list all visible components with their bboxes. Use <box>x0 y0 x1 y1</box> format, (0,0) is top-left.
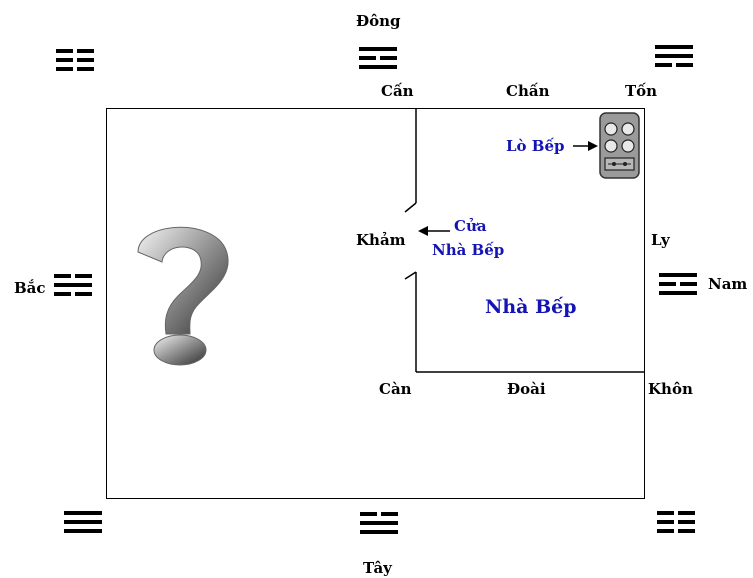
trigram-bottom-left-icon <box>64 511 102 533</box>
trigram-line-broken <box>360 512 398 516</box>
sector-ly-label: Ly <box>651 231 670 249</box>
trigram-line-broken <box>657 511 695 515</box>
trigram-bottom-center-icon <box>360 512 398 534</box>
trigram-line-solid <box>655 54 693 58</box>
question-mark-icon <box>118 212 258 372</box>
trigram-line-broken <box>655 63 693 67</box>
trigram-line-solid <box>64 511 102 515</box>
stove-arrow-head <box>588 141 598 151</box>
door-leaf-bottom <box>404 271 417 280</box>
trigram-line-solid <box>64 520 102 524</box>
trigram-line-solid <box>64 529 102 533</box>
trigram-line-broken <box>56 58 94 62</box>
sector-khon-label: Khôn <box>648 380 693 398</box>
sector-ton-label: Tốn <box>625 82 658 100</box>
trigram-line-solid <box>359 65 397 69</box>
trigram-line-solid <box>659 273 697 277</box>
trigram-line-broken <box>54 292 92 296</box>
trigram-bottom-right-icon <box>657 511 695 533</box>
kitchen-door-label-line2: Nhà Bếp <box>432 241 505 259</box>
stove-icon <box>599 112 640 179</box>
door-arrow-head <box>418 226 428 236</box>
kitchen-door-label-line1: Cửa <box>454 217 487 235</box>
trigram-line-broken <box>657 520 695 524</box>
trigram-line-solid <box>360 521 398 525</box>
direction-west-label: Tây <box>363 559 392 577</box>
trigram-line-solid <box>655 45 693 49</box>
sector-can-heaven-label: Càn <box>379 380 412 398</box>
sector-doai-label: Đoài <box>507 380 546 398</box>
sector-can-mountain-label: Cấn <box>381 82 414 100</box>
sector-chan-label: Chấn <box>506 82 550 100</box>
trigram-line-solid <box>360 530 398 534</box>
direction-south-label: Nam <box>708 275 748 293</box>
trigram-line-broken <box>54 274 92 278</box>
trigram-line-broken <box>659 282 697 286</box>
direction-east-label: Đông <box>356 12 401 30</box>
trigram-left-icon <box>54 274 92 296</box>
kitchen-room-label: Nhà Bếp <box>485 296 577 318</box>
door-leaf-top <box>404 202 417 213</box>
trigram-top-right-icon <box>655 45 693 67</box>
trigram-top-center-icon <box>359 47 397 69</box>
stove-label: Lò Bếp <box>506 137 565 155</box>
trigram-top-left-icon <box>56 49 94 71</box>
trigram-line-broken <box>657 529 695 533</box>
trigram-right-icon <box>659 273 697 295</box>
house-outline <box>106 108 645 499</box>
direction-north-label: Bắc <box>14 279 46 297</box>
trigram-line-solid <box>54 283 92 287</box>
trigram-line-solid <box>659 291 697 295</box>
trigram-line-broken <box>56 67 94 71</box>
trigram-line-solid <box>359 47 397 51</box>
trigram-line-broken <box>56 49 94 53</box>
sector-kham-label: Khảm <box>356 231 406 249</box>
trigram-line-broken <box>359 56 397 60</box>
